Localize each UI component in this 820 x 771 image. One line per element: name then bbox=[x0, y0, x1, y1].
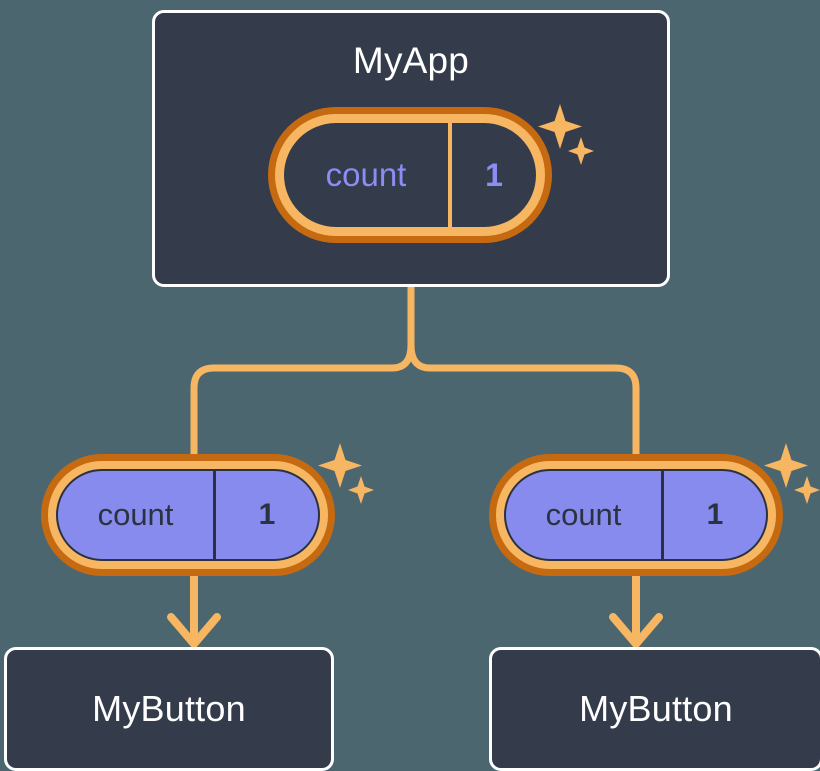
state-value-cell: 1 bbox=[452, 123, 536, 227]
state-pill-child-left[interactable]: count 1 bbox=[41, 454, 335, 576]
state-value-label: 1 bbox=[258, 498, 276, 531]
component-label-mybutton-right: MyButton bbox=[579, 688, 733, 729]
component-label-mybutton-left: MyButton bbox=[92, 688, 246, 729]
wire-branch-right bbox=[407, 344, 640, 462]
state-value-label: 1 bbox=[485, 156, 503, 193]
state-key-label: count bbox=[97, 497, 174, 532]
state-key-cell: count bbox=[58, 471, 216, 559]
state-pill-myapp[interactable]: count 1 bbox=[268, 107, 552, 243]
state-key-label: count bbox=[325, 156, 407, 193]
arrow-down-icon-left bbox=[167, 613, 221, 648]
sparkle-small-icon bbox=[794, 476, 820, 504]
sparkle-small-icon bbox=[348, 476, 374, 504]
state-value-cell: 1 bbox=[664, 471, 766, 559]
pill-content: count 1 bbox=[56, 469, 320, 561]
arrow-down-icon-right bbox=[609, 613, 663, 648]
pill-content: count 1 bbox=[504, 469, 768, 561]
state-pill-child-right[interactable]: count 1 bbox=[489, 454, 783, 576]
component-card-mybutton-left[interactable]: MyButton bbox=[4, 647, 334, 771]
pill-content: count 1 bbox=[284, 123, 536, 227]
component-label-myapp: MyApp bbox=[352, 40, 470, 81]
state-key-cell: count bbox=[506, 471, 664, 559]
state-value-label: 1 bbox=[706, 498, 724, 531]
state-key-label: count bbox=[545, 497, 622, 532]
state-key-cell: count bbox=[284, 123, 452, 227]
wire-branch-left bbox=[190, 344, 415, 462]
component-card-mybutton-right[interactable]: MyButton bbox=[489, 647, 820, 771]
state-value-cell: 1 bbox=[216, 471, 318, 559]
